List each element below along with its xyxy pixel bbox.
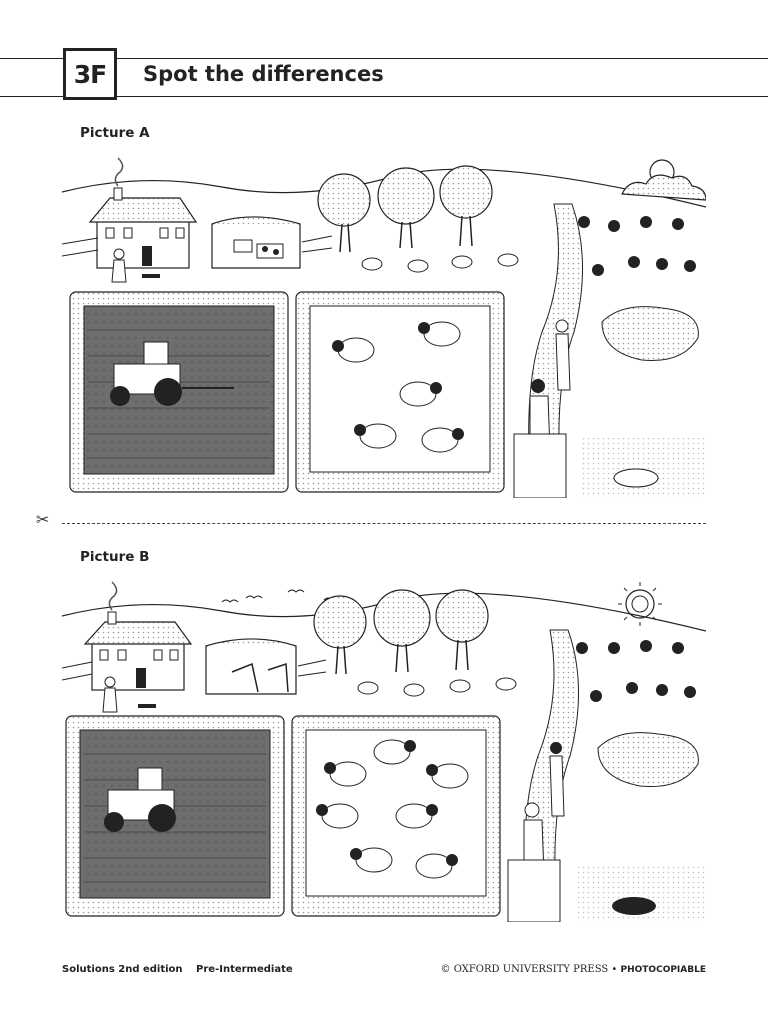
family-near-gate (513, 319, 571, 498)
footer-book-info: Solutions 2nd edition Pre-Intermediate (62, 964, 293, 975)
sun-behind-cloud-icon (621, 159, 706, 201)
sheep-field (291, 715, 501, 917)
cut-line (62, 523, 706, 524)
header-rule-top (0, 58, 768, 59)
photocopiable-label: PHOTOCOPIABLE (620, 965, 706, 975)
farmer-woman-and-cat (111, 248, 160, 283)
white-dog (582, 438, 706, 498)
hens (357, 677, 517, 697)
book-title: Solutions 2nd edition (62, 964, 183, 975)
pond-with-ducks (601, 306, 699, 362)
book-level: Pre-Intermediate (196, 964, 293, 975)
fence (62, 659, 327, 681)
tractor-with-plough (110, 341, 234, 406)
scissors-icon: ✂ (36, 510, 50, 529)
picture-b-label: Picture B (80, 549, 150, 565)
barn-with-cows (211, 216, 301, 269)
apple-trees (317, 165, 493, 253)
page-title: Spot the differences (143, 62, 384, 86)
apple-trees (313, 589, 489, 675)
family-near-gate (507, 742, 565, 922)
picture-a-scene (62, 157, 706, 498)
black-dog (578, 866, 706, 922)
barn-with-horses (205, 638, 297, 695)
tractor (104, 767, 176, 832)
farmhouse (88, 157, 198, 269)
ploughed-field (69, 291, 289, 493)
birds-in-sky-icon (221, 589, 341, 603)
farmhouse (83, 581, 193, 691)
sheep-field (295, 291, 505, 493)
ploughed-field (65, 715, 285, 917)
separator: • (611, 964, 618, 975)
unit-badge: 3F (63, 48, 117, 100)
hens (361, 253, 519, 273)
picture-b-scene (62, 581, 706, 922)
header-rule-bottom (0, 96, 768, 97)
sun-icon (618, 582, 662, 626)
pond-with-ducks (597, 732, 699, 788)
footer-copyright: © OXFORD UNIVERSITY PRESS • PHOTOCOPIABL… (441, 964, 706, 975)
publisher: © OXFORD UNIVERSITY PRESS (440, 964, 609, 975)
picture-a-label: Picture A (80, 125, 150, 141)
fence (62, 235, 333, 257)
farmer-woman-and-cat (102, 676, 156, 713)
